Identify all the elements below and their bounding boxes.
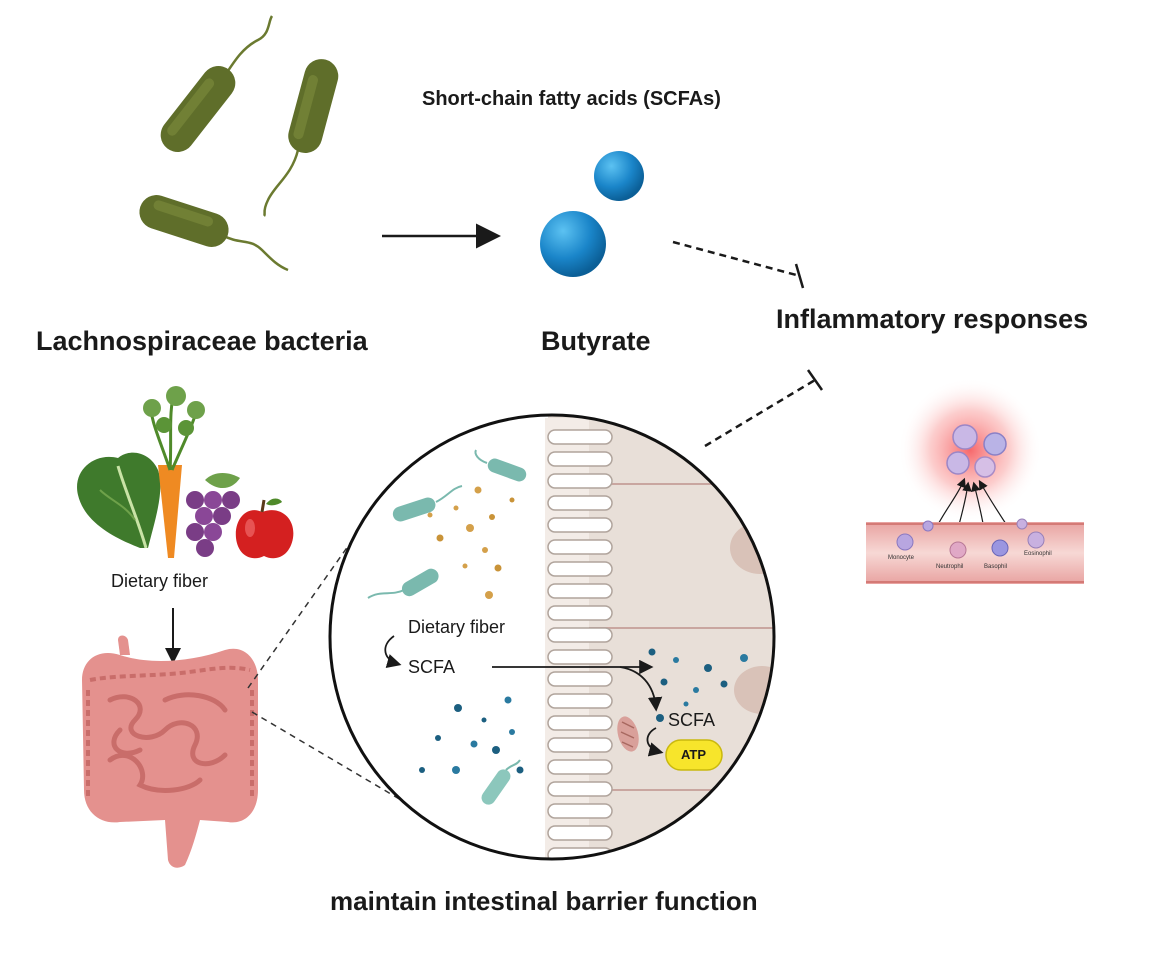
- blood-cells: [896, 518, 1045, 559]
- microvillus: [547, 715, 613, 731]
- lumen-scfa-particles: [419, 696, 524, 774]
- fiber-to-scfa-curve: [384, 635, 402, 668]
- microvillus: [547, 671, 613, 687]
- scfa-uptake-curve: [619, 666, 663, 712]
- microvillus: [547, 759, 613, 775]
- scfa-group-label: Short-chain fatty acids (SCFAs): [422, 88, 721, 110]
- apple-icon: [235, 498, 294, 559]
- bacteria-label: Lachnospiraceae bacteria: [36, 326, 368, 356]
- leafy-green-icon: [77, 452, 161, 549]
- immune-cells-cluster: [946, 424, 1007, 478]
- microvillus: [547, 429, 613, 445]
- microvillus: [547, 583, 613, 599]
- microvillus: [547, 517, 613, 533]
- zoom-scfa-lumen-label: SCFA: [408, 657, 456, 677]
- microvillus: [547, 781, 613, 797]
- microvillus: [547, 825, 613, 841]
- microvillus: [547, 495, 613, 511]
- microvillus: [547, 649, 613, 665]
- microvillus: [547, 803, 613, 819]
- butyrate-inhibition-line: [672, 240, 805, 289]
- cell-scfa-particles: [648, 648, 748, 722]
- fiber-particles: [427, 486, 515, 599]
- microvillus: [547, 473, 613, 489]
- barrier-label: maintain intestinal barrier function: [330, 886, 758, 916]
- microvillus: [547, 693, 613, 709]
- bacterium-3: [139, 195, 289, 272]
- intestinal-zoom: [330, 415, 774, 859]
- bacterium-2: [262, 59, 339, 217]
- barrier-inhibition-line: [704, 369, 824, 448]
- dietary-fiber-food-label: Dietary fiber: [111, 571, 209, 591]
- zoom-line-top: [247, 531, 359, 689]
- scfa-to-atp-curve: [646, 727, 664, 757]
- butyrate-label: Butyrate: [541, 326, 651, 356]
- zoom-dietary-fiber-label: Dietary fiber: [408, 617, 506, 637]
- intestine-icon: [82, 635, 258, 868]
- butyrate-molecules: [540, 151, 644, 277]
- blood-cell-label-3: Basophil: [984, 564, 1008, 570]
- blood-cell-label-1: Monocyte: [888, 555, 915, 561]
- inflammation-illustration: [866, 378, 1084, 584]
- microvillus: [547, 737, 613, 753]
- inflammatory-label: Inflammatory responses: [776, 304, 1089, 334]
- microvillus: [547, 605, 613, 621]
- microvillus: [547, 627, 613, 643]
- bacterium-1: [160, 15, 274, 153]
- microvillus: [547, 451, 613, 467]
- villi-row: [547, 429, 613, 859]
- blood-vessel: [866, 522, 1084, 584]
- bacteria-group: [139, 15, 339, 272]
- grapes-icon: [186, 473, 240, 557]
- carrot-icon: [143, 386, 205, 558]
- lumen-bacteria: [367, 449, 527, 805]
- atp-label: ATP: [681, 747, 707, 762]
- zoom-circle-border: [328, 413, 776, 861]
- dietary-fiber-foods: [77, 386, 294, 559]
- blood-cell-label-2: Neutrophil: [936, 564, 964, 570]
- blood-cell-label-4: Eosinophil: [1024, 551, 1052, 557]
- microvillus: [547, 561, 613, 577]
- microvillus: [547, 539, 613, 555]
- atp-badge: [665, 739, 723, 771]
- mitochondrion-icon: [617, 716, 639, 752]
- zoom-scfa-cell-label: SCFA: [668, 710, 716, 730]
